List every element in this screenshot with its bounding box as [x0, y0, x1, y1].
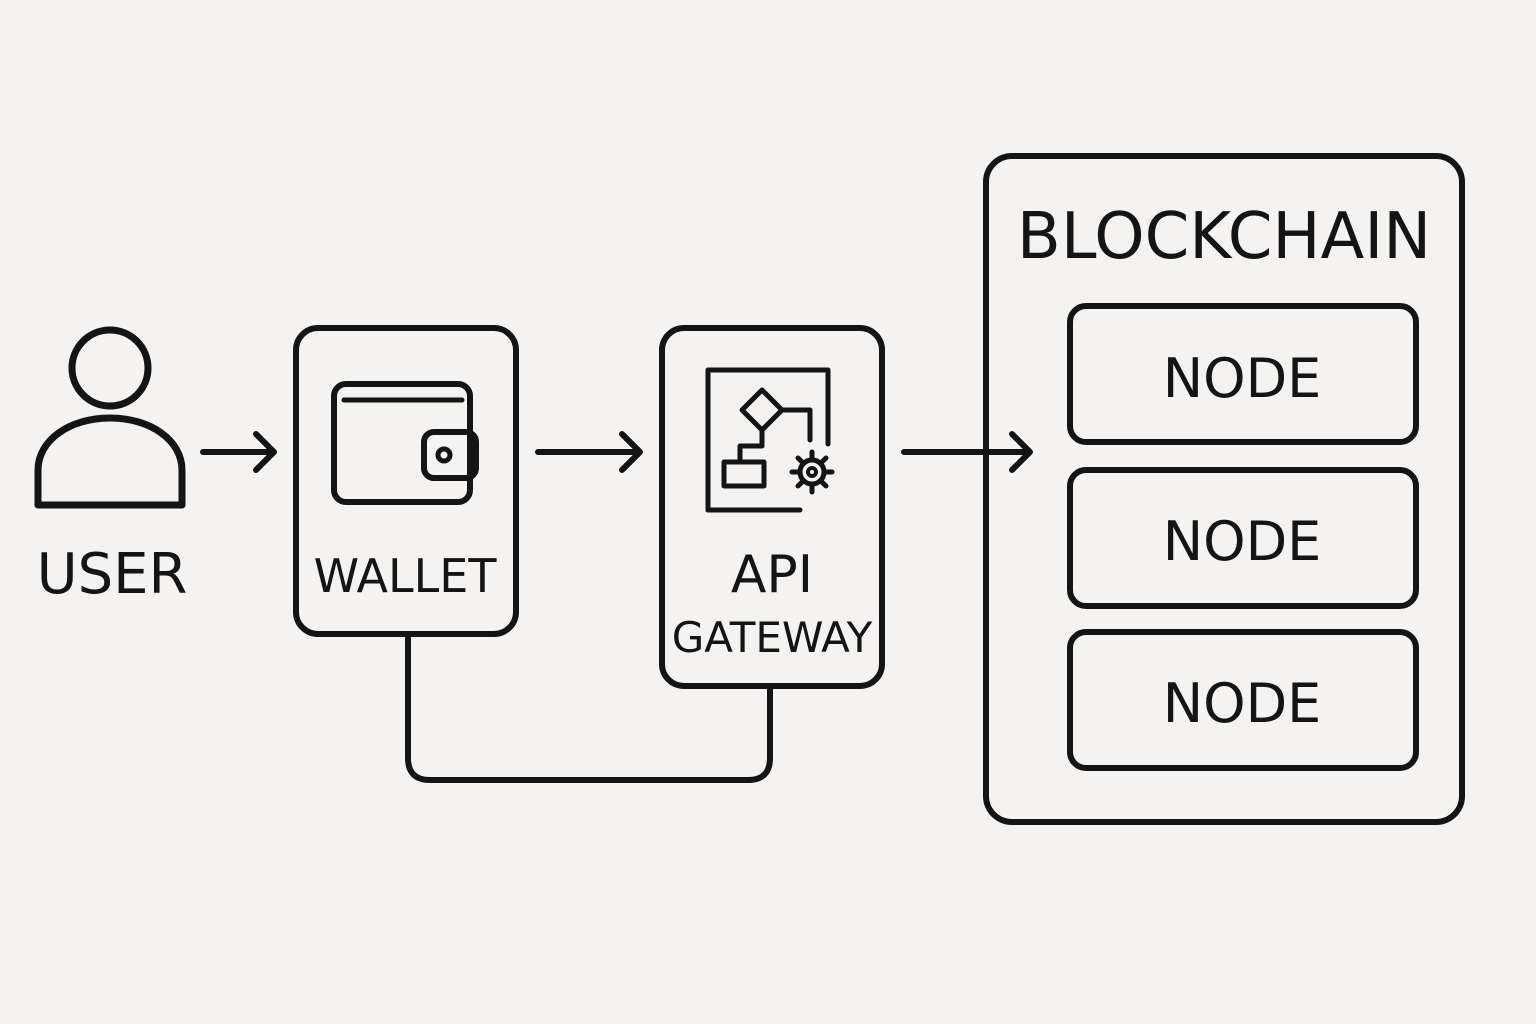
node-label-3: NODE: [1163, 672, 1322, 735]
wallet-box: WALLET: [293, 325, 519, 637]
node-box-2: NODE: [1067, 467, 1419, 609]
user-icon: [34, 326, 186, 509]
user-actor: USER: [34, 326, 188, 607]
user-label: USER: [37, 542, 188, 607]
api-label-line2: GATEWAY: [672, 613, 873, 662]
api-label-line1: API: [731, 545, 813, 605]
wallet-icon: [331, 381, 479, 505]
node-box-3: NODE: [1067, 629, 1419, 771]
node-label-2: NODE: [1163, 510, 1322, 573]
node-box-1: NODE: [1067, 303, 1419, 445]
workflow-gear-icon: [705, 367, 835, 513]
node-label-1: NODE: [1163, 347, 1322, 410]
arrow-api-to-blockchain: [901, 431, 1033, 473]
blockchain-box: BLOCKCHAIN NODE NODE NODE: [983, 153, 1465, 825]
arrow-user-to-wallet: [200, 431, 277, 473]
arrow-wallet-to-api: [535, 431, 643, 473]
api-gateway-box: API GATEWAY: [659, 325, 885, 689]
wallet-api-connector: [405, 631, 773, 783]
wallet-label: WALLET: [314, 549, 498, 603]
blockchain-title: BLOCKCHAIN: [1017, 200, 1431, 274]
